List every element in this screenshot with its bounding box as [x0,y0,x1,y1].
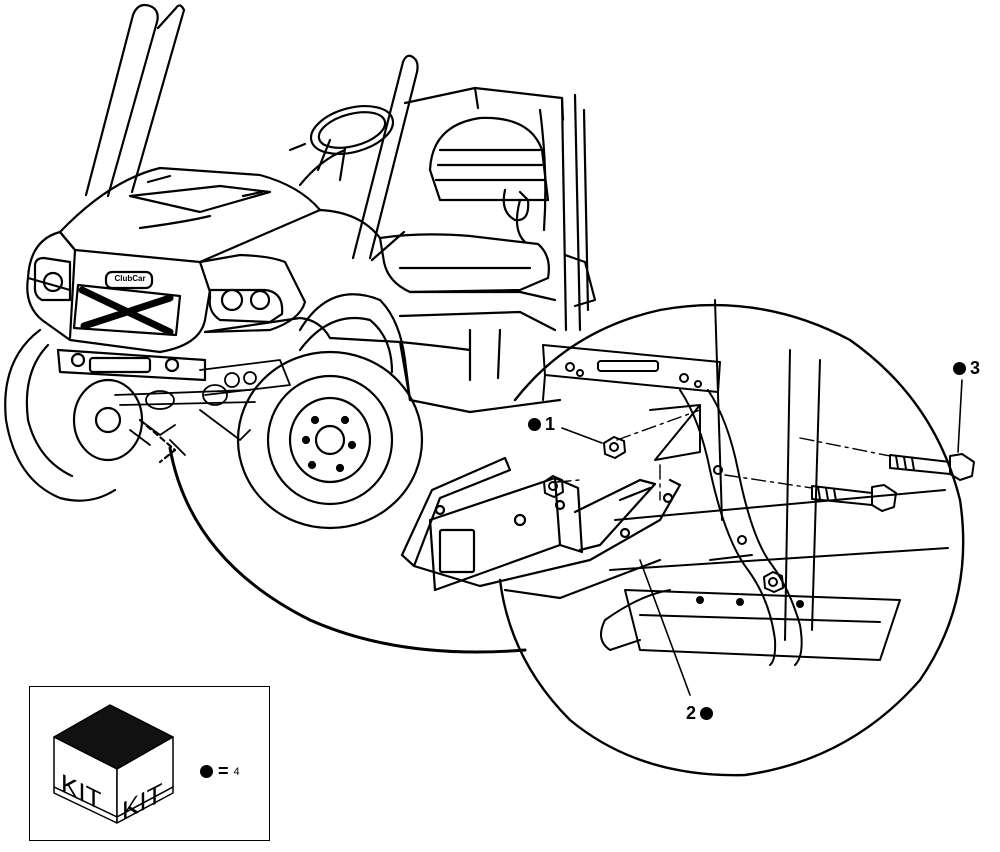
assembly-lines [556,409,891,501]
callout-2-dot [700,707,714,720]
kit-legend: KIT KIT = 4 [29,686,270,841]
callout-3: 3 [953,358,980,379]
hex-bolt-lower [811,484,897,512]
kit-equals-sign: = [218,761,229,781]
callout-1: 1 [528,414,555,435]
roof-pillars [84,3,419,262]
hitch-receiver [400,456,682,600]
vehicle-badge-text: ClubCar [114,274,146,283]
kit-count: 4 [233,765,240,778]
rear-cargo [403,86,597,332]
callout-3-number: 3 [970,358,981,378]
support-tube [600,389,803,666]
callout-1-dot [528,418,541,431]
callout-3-dot [953,362,966,375]
kit-cube-icon [53,704,174,824]
callout-2: 2 [686,703,714,724]
detail-circle [498,303,965,777]
front-suspension [114,359,291,456]
callout-2-number: 2 [686,703,697,723]
detail-leader-line [168,446,527,654]
front-wheel-left [4,328,144,502]
callout-leaders [561,379,963,696]
lock-nut-2 [543,475,564,498]
rear-bumper-bracket [542,344,721,401]
front-wheel-right [236,350,424,530]
detail-origin-marker [138,418,177,464]
seat [378,116,550,294]
lock-nut-3 [763,571,784,593]
kit-quantity-note: = 4 [200,761,240,782]
lock-nut-1 [603,436,626,459]
front-body [26,230,562,414]
vehicle-frame-detail [609,299,949,661]
hex-bolt-upper [889,453,975,481]
kit-dot-icon [200,765,213,778]
vehicle-badge: ClubCar [110,274,150,283]
detail-circle-left-arc [513,308,662,402]
front-fender [298,293,412,402]
callout-1-number: 1 [545,414,556,434]
